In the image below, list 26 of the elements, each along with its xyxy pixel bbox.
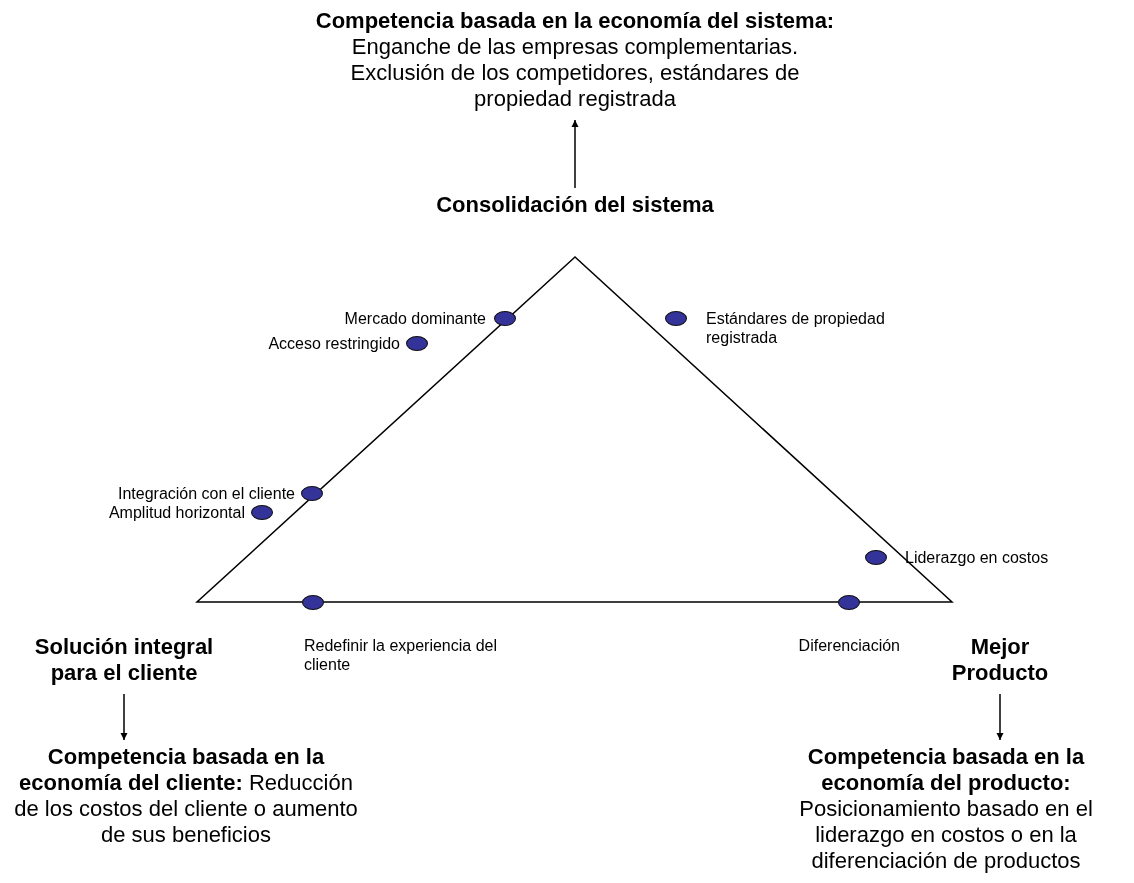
dot-label: Acceso restringido (267, 334, 400, 353)
marker-dot (302, 594, 324, 610)
arrow (996, 693, 1004, 741)
dot-label: Mercado dominante (343, 309, 486, 328)
marker-dot (838, 594, 860, 610)
body-text: Competencia basada en la economía del producto: Posicionamiento basado en el liderazgo en costos o en la diferenciación de productos (798, 744, 1094, 874)
marker-dot (665, 310, 687, 326)
marker-dot (494, 310, 516, 326)
marker-dot (301, 485, 323, 501)
body-text: Competencia basada en la economía del cliente: Reducción de los costos del cliente o aumento de sus beneficios (13, 744, 359, 848)
body-text: Enganche de las empresas complementarias. Exclusión de los competidores, estándares de propiedad registrada (349, 34, 801, 112)
heading-text: Competencia basada en la economía del sistema: (315, 8, 835, 34)
dot-label: Diferenciación (797, 636, 900, 655)
dot-label: Liderazgo en costos (905, 548, 1050, 567)
dot-label: Estándares de propiedad registrada (706, 309, 886, 347)
dot-label: Redefinir la experiencia del cliente (304, 636, 498, 674)
heading-text: Mejor Producto (950, 634, 1050, 686)
heading-text: Solución integral para el cliente (33, 634, 215, 686)
dot-label: Integración con el cliente (117, 484, 295, 503)
marker-dot (406, 335, 428, 351)
heading-text: Consolidación del sistema (435, 192, 715, 218)
arrow (571, 119, 579, 189)
marker-dot (251, 504, 273, 520)
marker-dot (865, 549, 887, 565)
dot-label: Amplitud horizontal (107, 503, 245, 522)
arrow (120, 693, 128, 741)
